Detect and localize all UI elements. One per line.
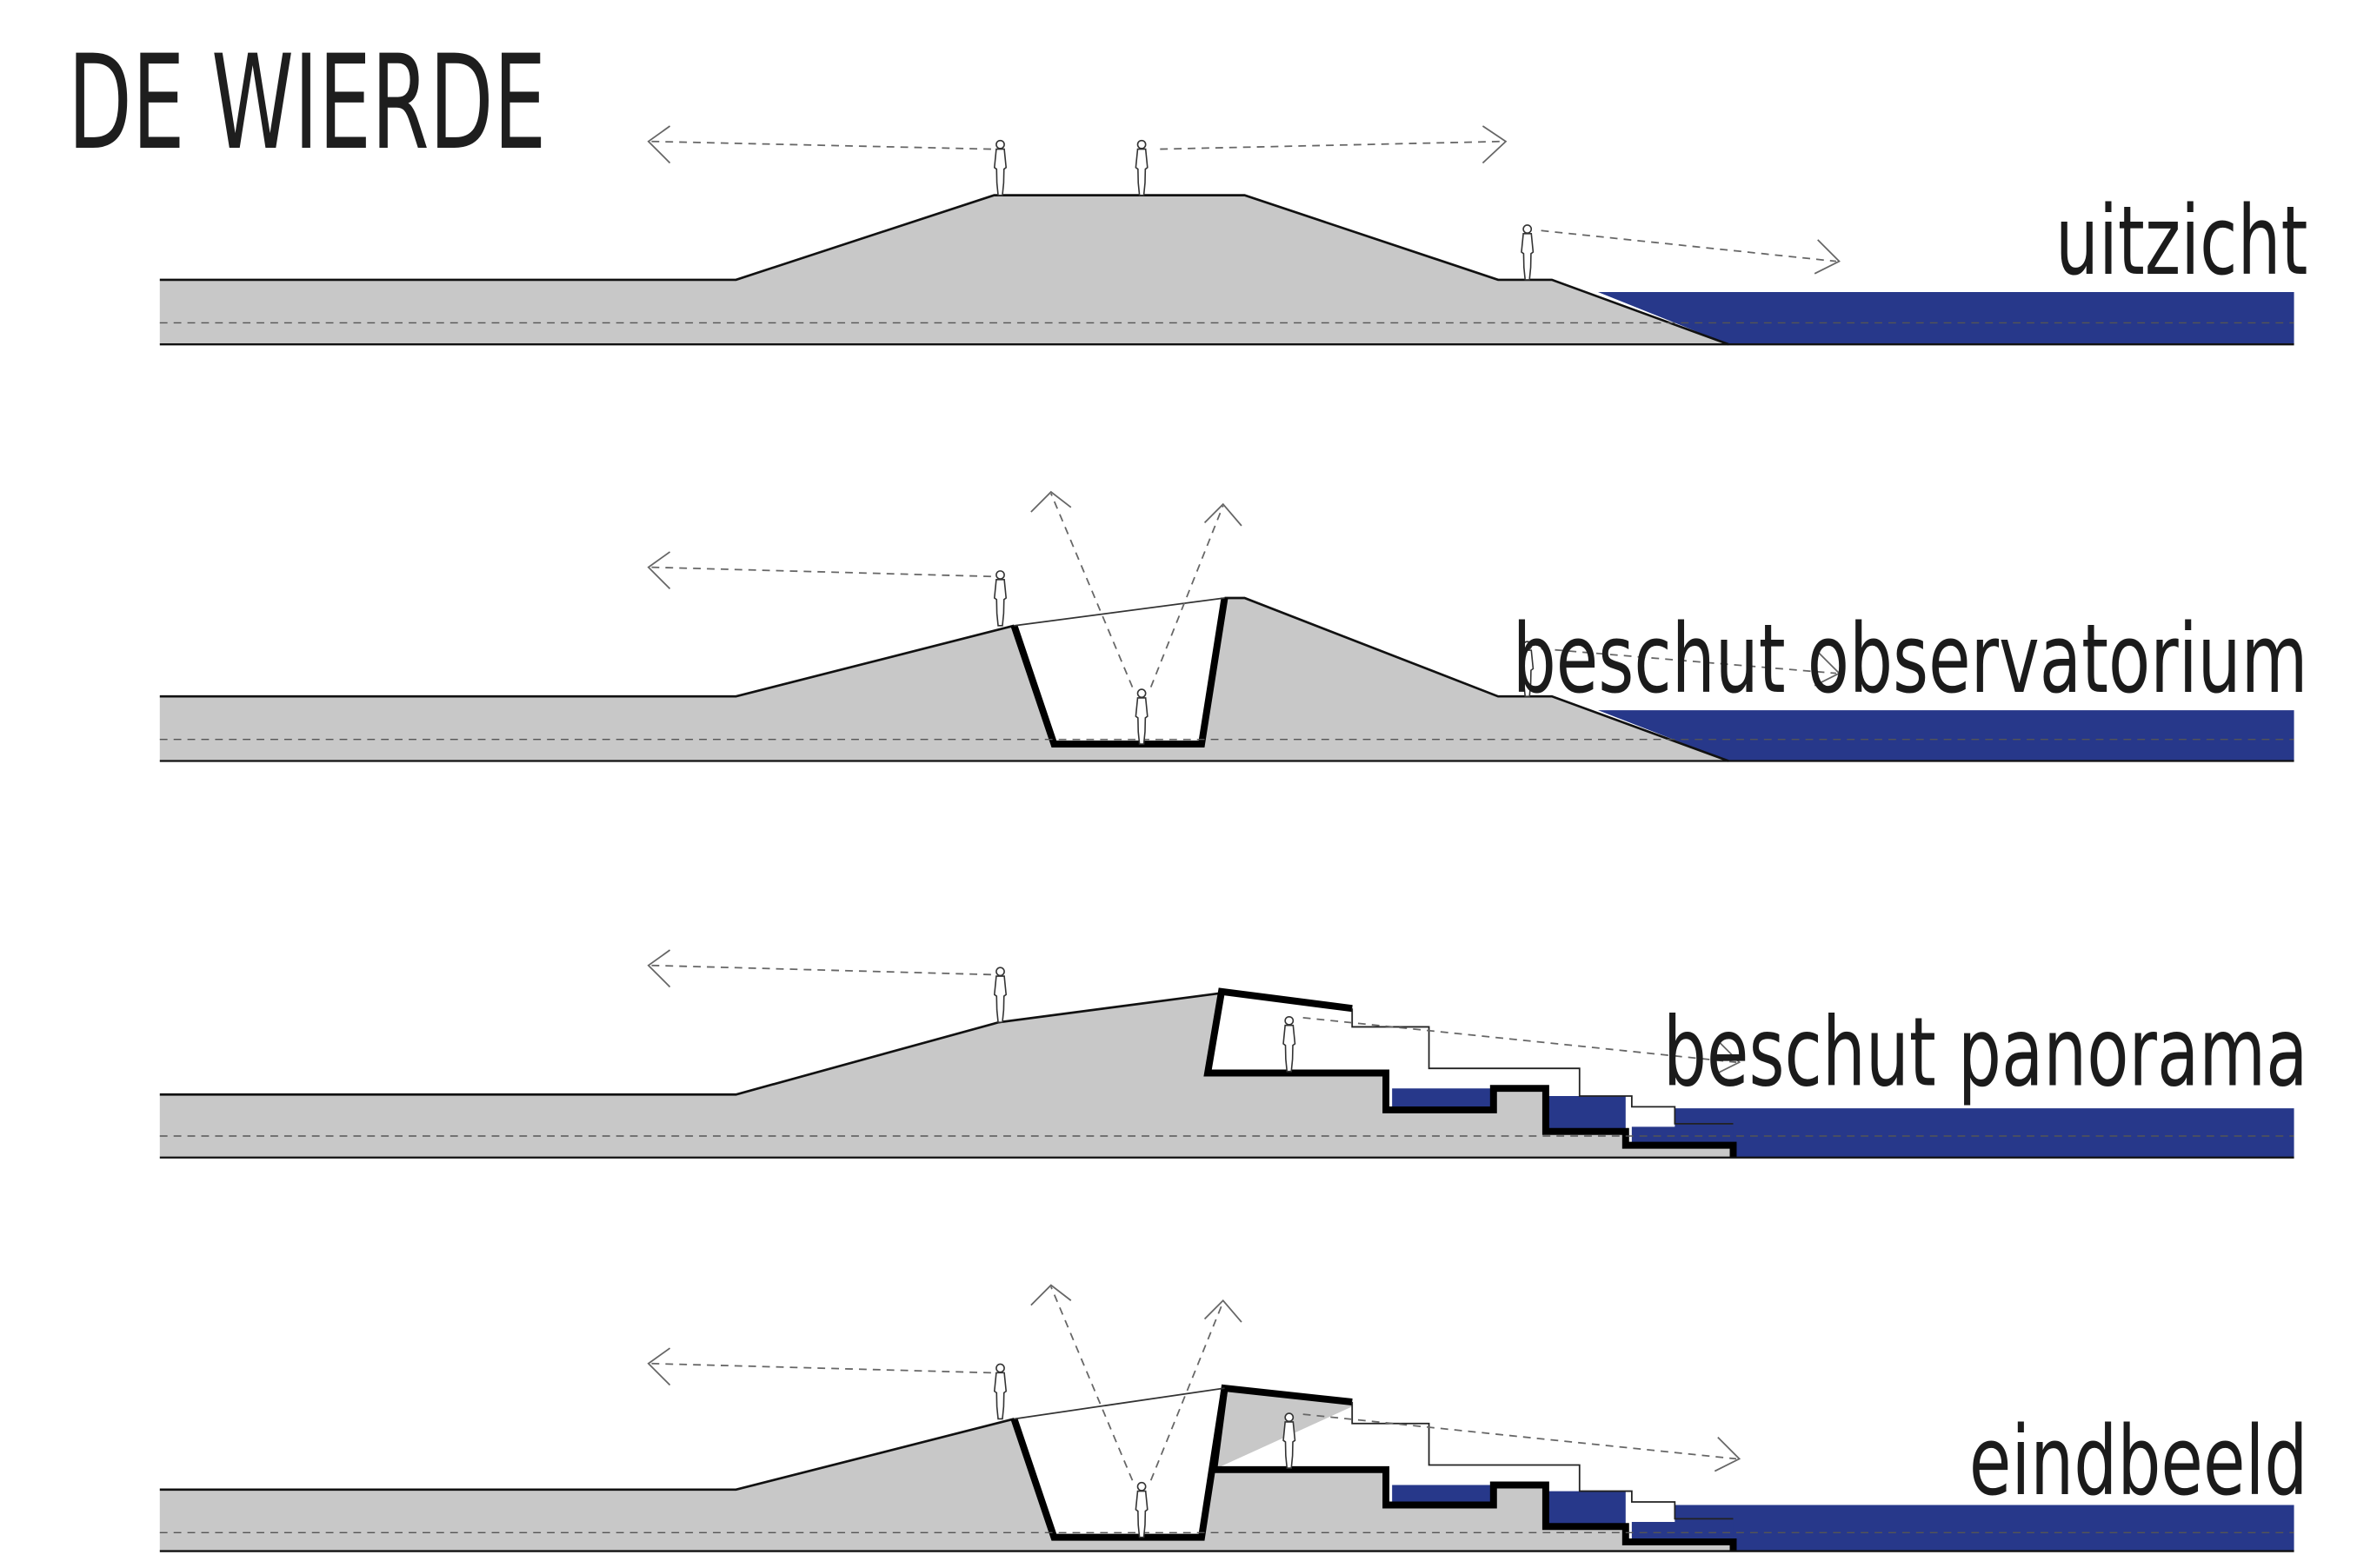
person-icon	[1135, 688, 1149, 745]
dike-ground	[1214, 1388, 1353, 1470]
section-beschut-observatorium	[159, 490, 2294, 762]
person-icon	[1135, 139, 1149, 196]
sightline-arrow	[1541, 648, 1841, 687]
page-title: DE WIERDE	[68, 28, 547, 179]
dike-ground	[159, 195, 1729, 345]
person-icon	[1282, 1412, 1296, 1469]
section-label-beschut-panorama: beschut panorama	[1663, 996, 2308, 1108]
sightline-arrow	[1030, 1284, 1134, 1481]
sightline-arrow	[647, 125, 991, 164]
sightline-arrow	[1302, 1413, 1741, 1472]
dike-ground	[159, 1419, 1734, 1551]
water-body	[1597, 292, 2294, 345]
dike-outline	[1224, 596, 1729, 762]
section-label-eindbeeld: eindbeeld	[1969, 1405, 2308, 1518]
sightline-arrow	[1030, 490, 1134, 688]
sightline-arrow	[647, 1347, 991, 1386]
glass-roof	[1014, 597, 1225, 627]
panorama-shelter	[1203, 987, 1737, 1158]
terrace-water	[1631, 1126, 1734, 1144]
dike-outline	[159, 624, 1015, 698]
terrace-water	[1392, 1485, 1494, 1505]
dike-outline	[159, 194, 1729, 346]
dike-outline	[159, 992, 1222, 1096]
sightline-arrow	[1541, 229, 1841, 275]
glass-roof	[1014, 1387, 1225, 1420]
person-icon	[1282, 1015, 1296, 1073]
person-icon	[993, 570, 1008, 627]
sightline-arrow	[647, 551, 991, 590]
water-body	[1675, 1505, 2294, 1551]
dike-ground	[159, 597, 1729, 761]
water-body	[1597, 710, 2294, 761]
terrace-steps	[1351, 1008, 1734, 1125]
section-eindbeeld	[159, 1284, 2294, 1552]
sightline-arrow	[1160, 125, 1508, 164]
water-body	[1675, 1108, 2294, 1158]
observatory-pit	[1010, 597, 1228, 747]
section-label-beschut-observatorium: beschut observatorium	[1513, 603, 2308, 715]
terrace-water	[1631, 1521, 1734, 1541]
terrace-water	[1548, 1491, 1626, 1524]
terrace-water	[1392, 1088, 1494, 1110]
dike-ground	[159, 993, 1734, 1158]
person-icon	[993, 139, 1008, 196]
terrace-water	[1548, 1096, 1626, 1129]
section-beschut-panorama	[159, 949, 2294, 1159]
section-label-uitzicht: uitzicht	[2055, 185, 2307, 297]
dike-outline	[159, 1418, 1015, 1492]
person-icon	[993, 1363, 1008, 1420]
observatory-pit	[1010, 1387, 1228, 1541]
person-icon	[993, 967, 1008, 1023]
section-uitzicht	[159, 125, 2294, 346]
sightline-arrow	[1149, 502, 1242, 688]
sightline-arrow	[1149, 1299, 1242, 1481]
terrace-steps	[1351, 1401, 1734, 1520]
person-icon	[1521, 224, 1535, 281]
panorama-shelter	[1209, 1384, 1737, 1551]
sightline-arrow	[1302, 1016, 1741, 1076]
person-icon	[1135, 1481, 1149, 1538]
sightline-arrow	[647, 949, 991, 988]
